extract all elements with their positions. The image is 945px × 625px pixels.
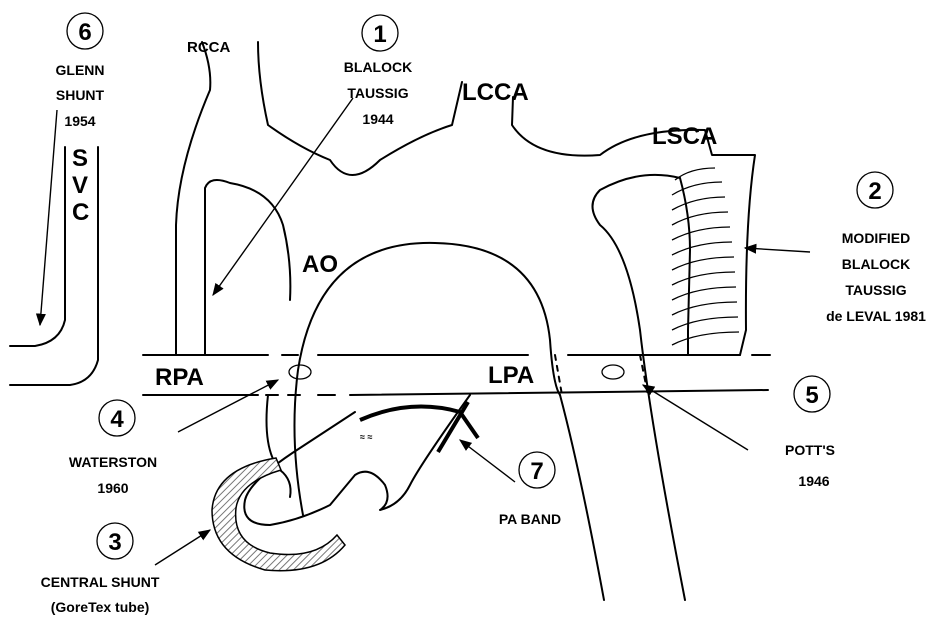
callout-5-line-1: POTT'S bbox=[785, 442, 835, 458]
callout-4-line-1: WATERSTON bbox=[69, 454, 157, 470]
label-svc-v: V bbox=[72, 172, 88, 199]
arrow-central-shunt bbox=[155, 530, 210, 565]
ascending-aorta-lower bbox=[267, 395, 291, 497]
number-3: 3 bbox=[108, 529, 121, 556]
label-rcca: RCCA bbox=[187, 39, 230, 56]
callout-7: 7 PA BAND bbox=[499, 452, 561, 527]
descending-aorta-outer bbox=[560, 395, 604, 600]
callout-7-line-1: PA BAND bbox=[499, 511, 561, 527]
callout-2-line-1: MODIFIED bbox=[842, 230, 910, 246]
arrow-glenn bbox=[40, 110, 57, 325]
number-2: 2 bbox=[868, 178, 881, 205]
callout-1-line-3: 1944 bbox=[362, 111, 393, 127]
callout-3: 3 CENTRAL SHUNT (GoreTex tube) bbox=[41, 523, 160, 615]
pulmonary-trunk bbox=[244, 395, 470, 525]
pa-bottom-edge bbox=[143, 390, 768, 395]
label-lpa: LPA bbox=[488, 362, 534, 389]
callout-6-line-1: GLENN bbox=[56, 62, 105, 78]
callout-6-line-2: SHUNT bbox=[56, 87, 105, 103]
modified-bt-graft bbox=[672, 168, 739, 345]
callout-2-line-3: TAUSSIG bbox=[845, 282, 906, 298]
central-shunt-tube bbox=[212, 458, 345, 571]
arrow-modified-bt bbox=[745, 248, 810, 252]
waterston-anastomosis bbox=[289, 365, 311, 379]
callout-2-line-2: BLALOCK bbox=[842, 256, 910, 272]
label-rpa: RPA bbox=[155, 364, 204, 391]
arrow-potts bbox=[643, 385, 748, 450]
ascending-aorta-inner bbox=[205, 180, 290, 355]
arrow-pa-band bbox=[460, 440, 515, 482]
label-lsca: LSCA bbox=[652, 123, 717, 150]
callout-6: 6 GLENN SHUNT 1954 bbox=[56, 13, 105, 129]
callout-5-line-2: 1946 bbox=[798, 473, 829, 489]
callout-4: 4 WATERSTON 1960 bbox=[69, 400, 157, 496]
callout-3-line-1: CENTRAL SHUNT bbox=[41, 574, 160, 590]
callout-1-line-2: TAUSSIG bbox=[347, 85, 408, 101]
number-6: 6 bbox=[78, 19, 91, 46]
callout-5: 5 POTT'S 1946 bbox=[785, 376, 835, 489]
label-svc-s: S bbox=[72, 145, 88, 172]
pa-band-stitches: ≈ ≈ bbox=[360, 432, 372, 442]
pa-dashed-right bbox=[555, 355, 648, 395]
callout-6-line-3: 1954 bbox=[64, 113, 95, 129]
number-7: 7 bbox=[530, 458, 543, 485]
label-svc-c: C bbox=[72, 199, 89, 226]
descending-aorta-left-edge bbox=[593, 175, 686, 600]
label-ao: AO bbox=[302, 251, 338, 278]
callout-1: 1 BLALOCK TAUSSIG 1944 bbox=[344, 15, 412, 127]
label-lcca: LCCA bbox=[462, 79, 529, 106]
callout-1-line-1: BLALOCK bbox=[344, 59, 412, 75]
callout-2-line-4: de LEVAL 1981 bbox=[826, 308, 926, 324]
callout-4-line-2: 1960 bbox=[97, 480, 128, 496]
number-1: 1 bbox=[373, 21, 386, 48]
callout-3-line-2: (GoreTex tube) bbox=[51, 599, 150, 615]
number-4: 4 bbox=[110, 406, 124, 433]
number-5: 5 bbox=[805, 382, 818, 409]
potts-anastomosis bbox=[602, 365, 624, 379]
callout-2: 2 MODIFIED BLALOCK TAUSSIG de LEVAL 1981 bbox=[826, 172, 926, 324]
